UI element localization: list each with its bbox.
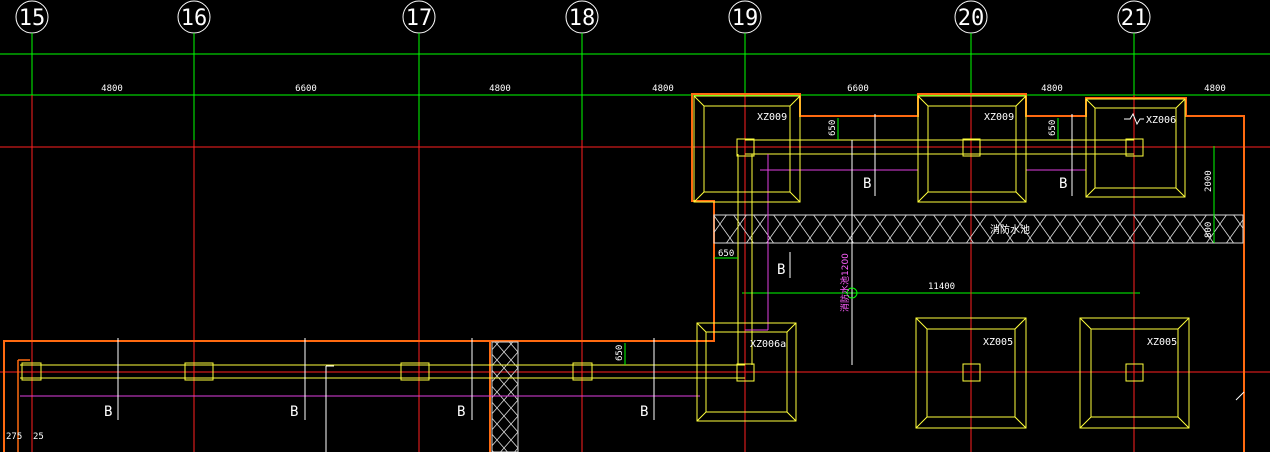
section-mark-6: B — [1059, 176, 1067, 192]
pile-cap-2-label: XZ009 — [984, 112, 1014, 123]
dim-650-d: 650 — [615, 345, 625, 361]
axis-label-18: 18 — [569, 6, 596, 31]
dim-800: 800 — [1204, 222, 1214, 238]
dim-650-a: 650 — [828, 120, 838, 136]
pile-cap-1-label: XZ009 — [757, 112, 787, 123]
pool-elevation-marker[interactable]: 消防水池1200 — [839, 253, 858, 312]
pile-cap-3-label: XZ006 — [1146, 115, 1176, 126]
section-mark-3: B — [457, 404, 465, 420]
pile-cap-4-label: XZ006a — [750, 339, 786, 350]
beam-lines — [20, 114, 1245, 452]
axis-label-20: 20 — [958, 6, 985, 31]
axis-label-19: 19 — [732, 6, 759, 31]
hatched-wall-segment[interactable] — [491, 341, 519, 452]
axis-label-16: 16 — [181, 6, 208, 31]
span-dim-17-18: 4800 — [489, 84, 511, 94]
span-dim-15-16: 4800 — [101, 84, 123, 94]
section-mark-4: B — [640, 404, 648, 420]
dim-650-b: 650 — [1048, 120, 1058, 136]
vertical-pool-label: 消防水池1200 — [839, 253, 851, 312]
axis-15[interactable]: 15 — [15, 0, 49, 452]
section-marks: B B B B B B B — [104, 176, 1067, 420]
pile-cap-5[interactable]: XZ005 — [915, 317, 1027, 429]
dim-2000: 2000 — [1204, 170, 1214, 192]
axis-label-17: 17 — [406, 6, 433, 31]
column-squares — [21, 362, 593, 381]
span-dim-21-22: 4800 — [1204, 84, 1226, 94]
axis-18[interactable]: 18 — [565, 0, 599, 452]
axis-columns: 15 16 17 18 19 — [15, 0, 1151, 452]
section-mark-5: B — [863, 176, 871, 192]
pile-cap-6-label: XZ005 — [1147, 337, 1177, 348]
axis-label-21: 21 — [1121, 6, 1148, 31]
dim-25: 25 — [33, 432, 44, 442]
section-mark-2: B — [290, 404, 298, 420]
span-dim-20-21: 4800 — [1041, 84, 1063, 94]
wall-outline[interactable] — [3, 93, 1245, 452]
section-mark-1: B — [104, 404, 112, 420]
pile-cap-1[interactable]: XZ009 — [693, 95, 801, 203]
horizontal-lines — [0, 53, 1270, 373]
top-span-dimensions: 4800 6600 4800 4800 6600 4800 4800 — [101, 84, 1226, 94]
pile-cap-4[interactable]: XZ006a — [696, 322, 797, 422]
dim-650-c: 650 — [718, 249, 734, 259]
section-mark-7: B — [777, 262, 785, 278]
span-dim-18-19: 4800 — [652, 84, 674, 94]
pile-cap-6[interactable]: XZ005 — [1079, 317, 1190, 429]
pile-cap-2[interactable]: XZ009 — [917, 95, 1027, 203]
axis-label-15: 15 — [19, 6, 46, 31]
dim-275: 275 — [6, 432, 22, 442]
axis-16[interactable]: 16 — [177, 0, 211, 452]
span-dim-19-20: 6600 — [847, 84, 869, 94]
span-dim-16-17: 6600 — [295, 84, 317, 94]
dim-11400: 11400 — [928, 282, 955, 292]
pile-cap-5-label: XZ005 — [983, 337, 1013, 348]
hatched-pool-strip[interactable]: 消防水池 — [713, 214, 1244, 244]
detail-dimensions: 650 650 650 650 2000 800 11400 275 25 — [6, 118, 1214, 442]
axis-17[interactable]: 17 — [402, 0, 436, 452]
pile-cap-3[interactable]: XZ006 — [1085, 98, 1186, 198]
hatch-strip-label: 消防水池 — [990, 223, 1030, 236]
